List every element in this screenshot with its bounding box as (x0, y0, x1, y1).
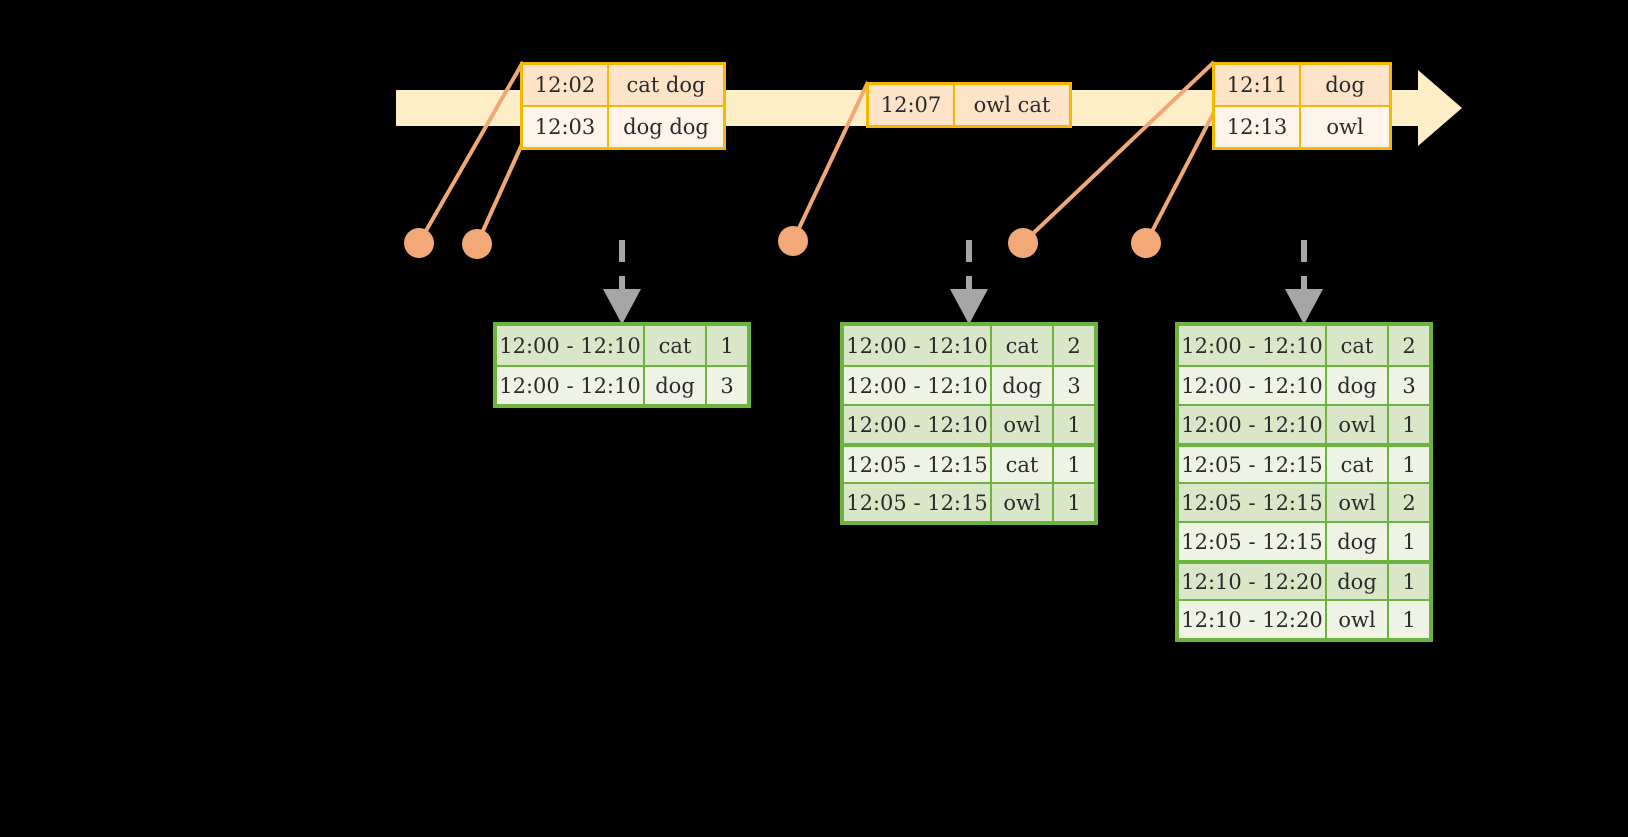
cell-count: 1 (1067, 412, 1081, 437)
event-time: 12:03 (523, 107, 609, 147)
cell-count: 2 (1402, 333, 1416, 358)
cell-count: 3 (1402, 373, 1416, 398)
cell-count: 1 (1402, 569, 1416, 594)
cell-window: 12:00 - 12:10 (844, 367, 992, 404)
cell-word: dog (992, 367, 1054, 404)
cell-word: owl (992, 406, 1054, 443)
cell-word: cat (992, 447, 1054, 482)
event-row: 12:07 owl cat (869, 85, 1069, 125)
cell-window: 12:05 - 12:15 (844, 484, 992, 521)
cell-count: 1 (720, 333, 734, 358)
cell-word: cat (645, 326, 707, 365)
cell-count: 1 (1067, 452, 1081, 477)
cell-count: 1 (1402, 607, 1416, 632)
event-row: 12:11 dog (1215, 65, 1389, 105)
event-dot-5 (1131, 228, 1161, 258)
cell-window: 12:10 - 12:20 (1179, 564, 1327, 599)
event-dot-4 (1008, 228, 1038, 258)
cell-count: 2 (1402, 490, 1416, 515)
cell-window: 12:00 - 12:10 (1179, 326, 1327, 365)
cell-word: cat (992, 326, 1054, 365)
cell-window: 12:00 - 12:10 (1179, 367, 1327, 404)
event-words: cat dog (626, 73, 706, 97)
cell-count: 2 (1067, 333, 1081, 358)
event-time: 12:07 (869, 85, 955, 125)
cell-word: owl (1327, 406, 1389, 443)
cell-window: 12:05 - 12:15 (1179, 447, 1327, 482)
cell-word: cat (1327, 326, 1389, 365)
cell-word: owl (1327, 601, 1389, 638)
cell-window: 12:00 - 12:10 (497, 367, 645, 404)
cell-word: dog (1327, 367, 1389, 404)
cell-count: 1 (1402, 529, 1416, 554)
event-row: 12:02 cat dog (523, 65, 723, 105)
event-row: 12:13 owl (1215, 105, 1389, 147)
event-time: 12:11 (1215, 65, 1301, 105)
cell-word: dog (645, 367, 707, 404)
event-dot-2 (462, 229, 492, 259)
cell-word: owl (992, 484, 1054, 521)
event-box-2[interactable]: 12:07 owl cat (866, 82, 1072, 128)
cell-window: 12:00 - 12:10 (844, 326, 992, 365)
event-words: dog dog (623, 115, 709, 139)
event-box-3[interactable]: 12:11 dog 12:13 owl (1212, 62, 1392, 150)
cell-window: 12:00 - 12:10 (497, 326, 645, 365)
event-box-1[interactable]: 12:02 cat dog 12:03 dog dog (520, 62, 726, 150)
event-time: 12:02 (523, 65, 609, 105)
cell-word: dog (1327, 564, 1389, 599)
cell-window: 12:10 - 12:20 (1179, 601, 1327, 638)
event-words: dog (1325, 73, 1365, 97)
event-dot-3 (778, 226, 808, 256)
cell-window: 12:05 - 12:15 (1179, 484, 1327, 521)
cell-word: owl (1327, 484, 1389, 521)
cell-word: dog (1327, 523, 1389, 560)
cell-window: 12:05 - 12:15 (844, 447, 992, 482)
cell-word: cat (1327, 447, 1389, 482)
event-words: owl (1326, 115, 1364, 139)
event-row: 12:03 dog dog (523, 105, 723, 147)
cell-window: 12:00 - 12:10 (1179, 406, 1327, 443)
connector-lines (404, 60, 1216, 259)
cell-window: 12:00 - 12:10 (844, 406, 992, 443)
cell-window: 12:05 - 12:15 (1179, 523, 1327, 560)
cell-count: 1 (1402, 452, 1416, 477)
cell-count: 3 (720, 373, 734, 398)
event-time: 12:13 (1215, 107, 1301, 147)
event-words: owl cat (973, 93, 1051, 117)
cell-count: 1 (1402, 412, 1416, 437)
cell-count: 3 (1067, 373, 1081, 398)
event-dot-1 (404, 228, 434, 258)
cell-count: 1 (1067, 490, 1081, 515)
